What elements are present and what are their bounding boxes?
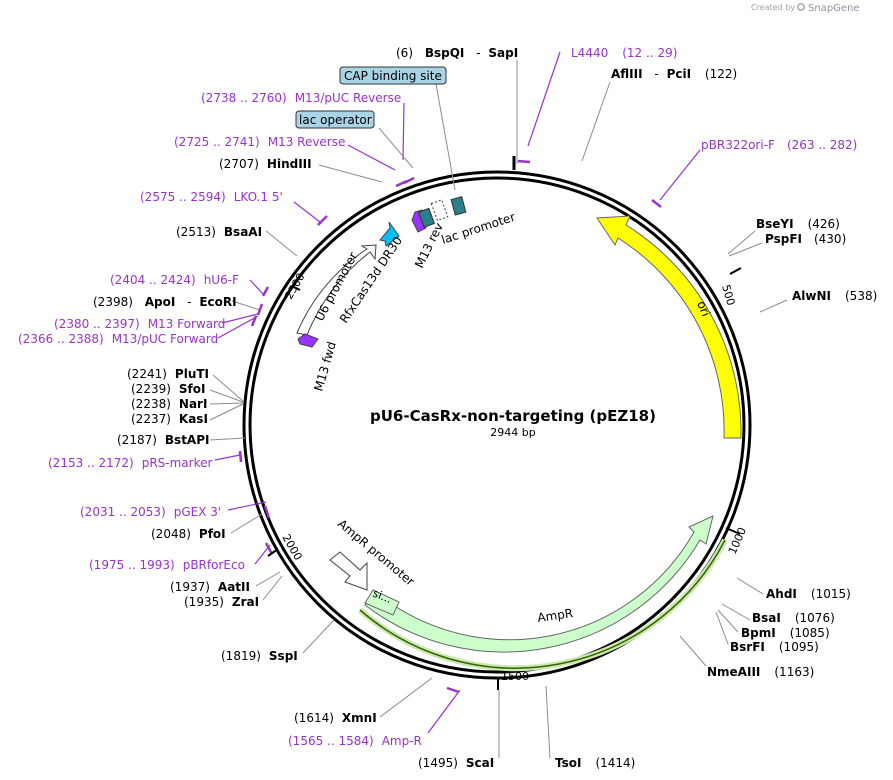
plasmid-name: pU6-CasRx-non-targeting (pEZ18) — [370, 407, 656, 425]
plasmid-length: 2944 bp — [490, 426, 535, 439]
site-zrai[interactable]: (1935)ZraI — [184, 595, 259, 609]
site-tsoi[interactable]: TsoI(1414) — [555, 756, 635, 770]
primer-prs-marker[interactable]: (2153 .. 2172)pRS-marker — [48, 456, 212, 470]
site-bseyi[interactable]: BseYI(426) — [756, 217, 840, 231]
feature-label-m13-fwd: M13 fwd — [311, 340, 338, 393]
primer-pbr322ori-f[interactable]: pBR322ori-F(263 .. 282) — [701, 138, 857, 152]
site-pspfi[interactable]: PspFI(430) — [765, 232, 846, 246]
feature-label-amp-r: AmpR — [536, 606, 573, 625]
backbone — [242, 170, 752, 680]
feature-amp-r[interactable]: AmpR — [364, 515, 714, 653]
site-afliii[interactable]: AflIII - PciI (122) — [611, 67, 737, 81]
primer-m13-puc-forward[interactable]: (2366 .. 2388)M13/pUC Forward — [18, 332, 218, 346]
site-alwni[interactable]: AlwNI(538) — [792, 289, 877, 303]
site-aatii[interactable]: (1937)AatII — [170, 580, 250, 594]
site-sspi[interactable]: (1819)SspI — [221, 649, 298, 663]
tick-label-500: 500 — [719, 283, 737, 307]
site-bsaai[interactable]: (2513)BsaAI — [176, 225, 262, 239]
feature-label-ori: ori — [694, 299, 713, 319]
site-bsrfi[interactable]: BsrFI(1095) — [730, 640, 819, 654]
boxed-label-lac-operator: lac operator — [299, 113, 372, 127]
boxed-label-cap: CAP binding site — [344, 69, 442, 83]
boxed-lac-operator[interactable]: lac operator — [295, 110, 375, 129]
site-pfoi[interactable]: (2048)PfoI — [151, 527, 226, 541]
site-xmni[interactable]: (1614)XmnI — [294, 711, 377, 725]
primer-m13-reverse[interactable]: (2725 .. 2741)M13 Reverse — [174, 135, 345, 149]
primer-pgex-3[interactable]: (2031 .. 2053)pGEX 3' — [80, 505, 221, 519]
site-bstapi[interactable]: (2187)BstAPI — [117, 433, 209, 447]
primer-hu6-f[interactable]: (2404 .. 2424)hU6-F — [110, 273, 239, 287]
site-ahdi[interactable]: AhdI(1015) — [766, 587, 851, 601]
site-nari[interactable]: (2238)NarI — [131, 397, 207, 411]
site-apoi[interactable]: (2398) ApoI - EcoRI — [93, 295, 237, 309]
amp-r-direction-line — [359, 539, 726, 669]
site-bsai[interactable]: BsaI(1076) — [752, 611, 835, 625]
feature-amp-r-promoter[interactable]: AmpR promoter — [329, 517, 417, 591]
primer-pbrforeco[interactable]: (1975 .. 1993)pBRforEco — [89, 558, 245, 572]
site-pluti[interactable]: (2241)PluTI — [127, 367, 209, 381]
credit-prefix: Created by — [751, 3, 795, 12]
site-bspqi[interactable]: (6) BspQI - SapI — [396, 46, 518, 60]
boxed-cap-binding-site[interactable]: CAP binding site — [339, 66, 447, 85]
boxed-leaders — [378, 83, 456, 191]
site-leaders — [209, 60, 788, 759]
primer-amp-r[interactable]: (1565 .. 1584)Amp-R — [288, 734, 422, 748]
feature-label-amp-r-promoter: AmpR promoter — [335, 517, 417, 589]
site-kasi[interactable]: (2237)KasI — [131, 412, 208, 426]
primer-marks — [238, 159, 662, 694]
feature-ori[interactable]: ori — [596, 215, 742, 439]
primer-l4440[interactable]: L4440(12 .. 29) — [571, 46, 677, 60]
primer-m13-forward[interactable]: (2380 .. 2397)M13 Forward — [54, 317, 225, 331]
primer-leaders — [214, 51, 701, 734]
feature-m13-fwd[interactable]: M13 fwd — [297, 333, 339, 393]
feature-signal-peptide[interactable]: si... — [364, 587, 400, 616]
credit-brand: SnapGene — [808, 3, 860, 14]
site-nmeaiii[interactable]: NmeAIII(1163) — [707, 665, 814, 679]
primer-lko1-5[interactable]: (2575 .. 2594)LKO.1 5' — [140, 190, 283, 204]
site-bpmi[interactable]: BpmI(1085) — [741, 626, 830, 640]
tick-marks — [267, 267, 742, 690]
feature-lac-elements[interactable] — [417, 196, 467, 228]
site-sfoi[interactable]: (2239)SfoI — [131, 382, 205, 396]
feature-label-lac-promoter[interactable]: lac promoter — [440, 210, 517, 247]
tick-label-1500: 1500 — [501, 670, 529, 683]
primer-m13-puc-reverse[interactable]: (2738 .. 2760)M13/pUC Reverse — [201, 91, 401, 105]
site-scai[interactable]: (1495)ScaI — [418, 756, 494, 770]
site-hindiii[interactable]: (2707)HindIII — [219, 157, 312, 171]
snapgene-logo-icon — [797, 3, 805, 11]
